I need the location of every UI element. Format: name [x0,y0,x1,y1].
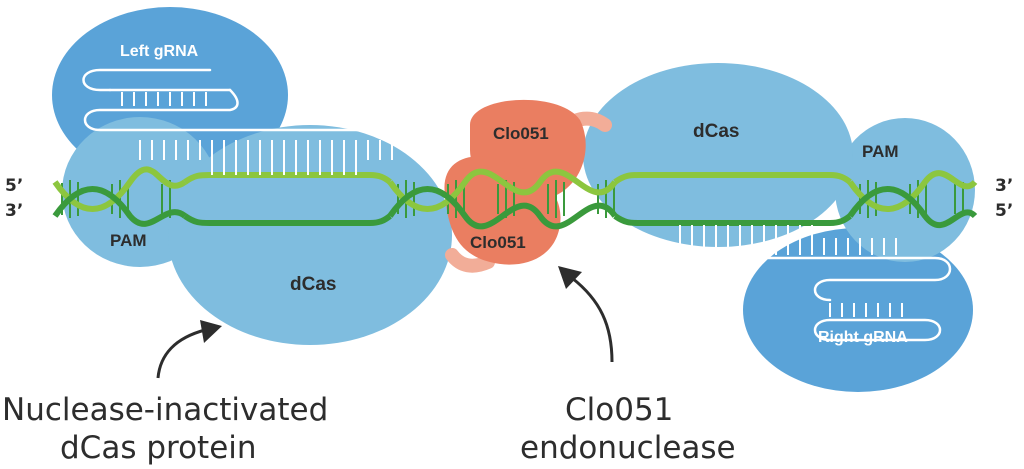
dcas-caption-line1: Nuclease-inactivated [2,392,328,428]
left-dcas-blob [168,125,452,345]
left-pam-label: PAM [110,231,147,250]
left-5prime-label: 5’ [5,176,23,196]
left-grna-rungs [121,92,393,175]
right-grna-blob [743,228,973,392]
left-grna-strand [82,68,412,132]
dcas-caption-line2: dCas protein [60,430,257,466]
right-grna-strand [670,256,952,342]
right-dcas-blob [583,63,853,247]
clo051-bottom-label: Clo051 [470,233,526,252]
clo051-caption-line1: Clo051 [565,392,673,428]
clo051-caption-line2: endonuclease [520,430,736,466]
clo051-arrow [558,266,614,363]
clo051-bottom-domain [444,156,561,265]
right-pam-label: PAM [862,142,899,161]
dcas-arrow [156,320,222,379]
right-3prime-label: 3’ [995,176,1013,196]
dna-helix [52,166,978,230]
clo051-bottom-linker [445,248,495,273]
right-dcas-label: dCas [693,121,739,142]
right-grna-rungs [679,225,903,317]
right-grna-label: Right gRNA [818,329,908,346]
right-5prime-label: 5’ [995,201,1013,221]
left-dcas-label: dCas [290,274,336,295]
left-grna-label: Left gRNA [120,43,199,60]
left-3prime-label: 3’ [5,201,23,221]
clo051-top-label: Clo051 [493,124,549,143]
